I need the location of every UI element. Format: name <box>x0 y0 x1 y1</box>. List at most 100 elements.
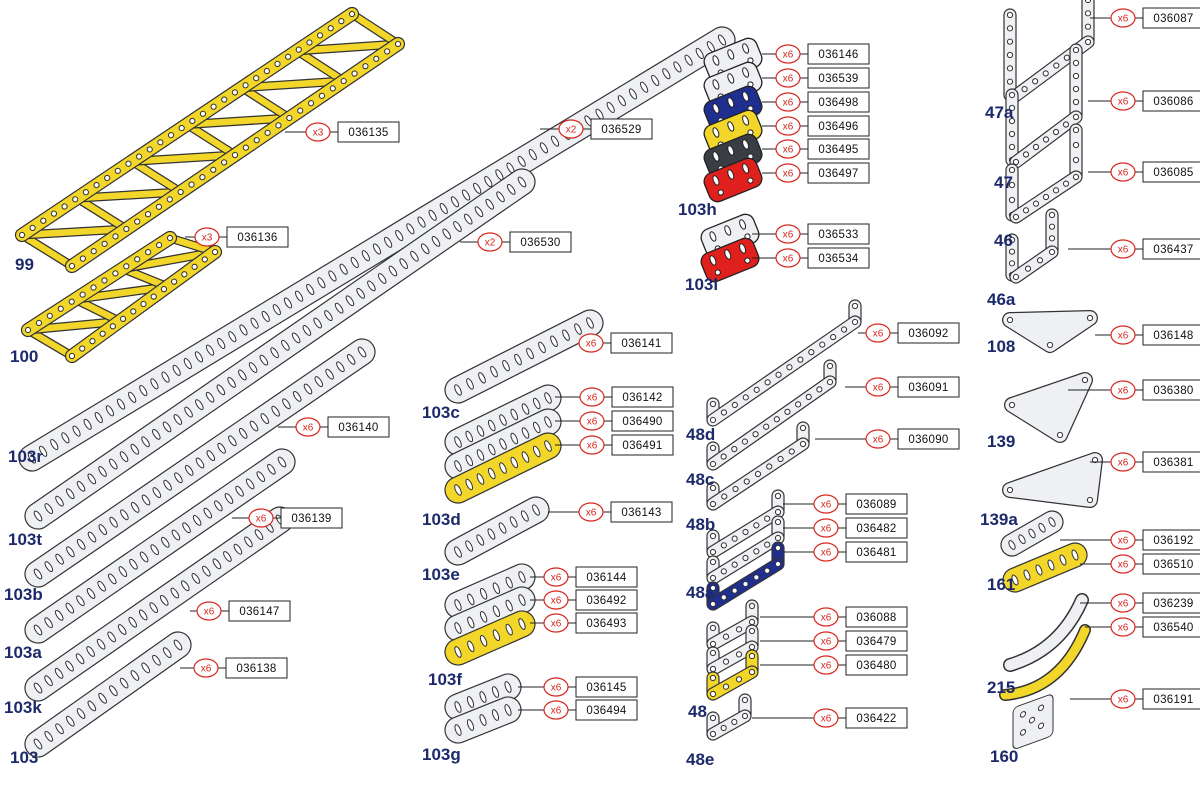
part-code: 036495 <box>818 144 858 156</box>
bracket-upright <box>1003 8 1017 102</box>
hole <box>774 508 782 516</box>
hole <box>76 595 85 607</box>
hole <box>709 649 717 657</box>
strip-body <box>1069 43 1083 122</box>
part-code-box <box>610 501 673 523</box>
hole <box>417 216 426 228</box>
hole <box>66 546 75 558</box>
strip-body <box>444 496 550 566</box>
hole <box>54 667 64 679</box>
hole <box>254 529 264 541</box>
hole <box>797 356 804 363</box>
part-code: 036479 <box>856 636 896 648</box>
hole <box>79 255 86 262</box>
part-code-box <box>1142 379 1200 401</box>
hole <box>90 284 97 291</box>
strip-body <box>706 665 759 701</box>
hole <box>735 626 743 633</box>
quantity-text: x6 <box>303 423 314 434</box>
callout-036136: x3 036136 <box>185 226 289 248</box>
part-number-label: 103g <box>422 745 461 764</box>
slot <box>709 255 717 266</box>
hole <box>275 122 282 129</box>
hole <box>431 235 441 247</box>
hole <box>40 217 47 224</box>
hole <box>1084 0 1092 4</box>
part-code-box <box>228 600 291 622</box>
hole <box>1072 173 1080 181</box>
hole <box>83 418 92 430</box>
hole <box>140 300 147 308</box>
hole <box>1084 10 1092 17</box>
part-code-box <box>575 699 638 721</box>
quantity-text: x6 <box>821 637 832 648</box>
quantity-badge <box>295 417 321 437</box>
hole <box>76 708 86 719</box>
slot <box>709 231 717 242</box>
hole <box>180 580 190 592</box>
hole <box>125 160 132 167</box>
hole <box>118 566 128 577</box>
hole <box>141 436 150 448</box>
hole <box>294 290 304 302</box>
hole <box>748 652 756 660</box>
hole <box>442 228 452 240</box>
hole <box>329 85 336 92</box>
hole <box>261 310 270 322</box>
hole <box>93 181 100 189</box>
hole <box>150 293 157 300</box>
hole <box>65 715 75 727</box>
hole <box>286 114 293 122</box>
part-code: 036380 <box>1153 385 1193 397</box>
bracket-base <box>1009 170 1083 224</box>
slot <box>712 79 720 90</box>
part-number-label: 48e <box>686 750 714 769</box>
part-number-label: 103c <box>422 403 460 422</box>
quantity-badge <box>1110 617 1136 637</box>
quantity-text: x6 <box>821 714 832 725</box>
hole <box>1035 564 1043 576</box>
quantity-badge <box>543 567 569 587</box>
hole <box>1081 376 1089 384</box>
quantity-badge <box>1110 162 1136 182</box>
hole <box>345 295 355 307</box>
quantity-badge <box>1110 689 1136 709</box>
part-code-box <box>807 91 870 113</box>
quantity-text: x3 <box>202 233 213 244</box>
quantity-badge <box>813 518 839 538</box>
quantity-badge <box>775 248 801 268</box>
quantity-badge <box>543 700 569 720</box>
hole <box>195 399 204 411</box>
strip-48 <box>706 615 759 651</box>
hole <box>235 485 244 497</box>
quantity-badge <box>1110 325 1136 345</box>
part-code: 036490 <box>622 416 662 428</box>
part-code: 036136 <box>237 232 277 244</box>
quantity-badge <box>1110 380 1136 400</box>
quantity-text: x6 <box>783 98 794 109</box>
hole <box>172 364 181 376</box>
hole <box>339 263 348 275</box>
hole <box>479 634 488 647</box>
quantity-badge <box>1110 8 1136 28</box>
slot <box>712 151 720 162</box>
hole <box>461 189 471 201</box>
part-code-box <box>845 606 908 628</box>
quantity-badge <box>579 411 605 431</box>
hole <box>201 256 208 263</box>
hole <box>1008 143 1016 151</box>
part-code: 036088 <box>856 612 896 624</box>
hole <box>76 538 86 550</box>
hole <box>504 681 512 693</box>
plate-108 <box>1003 311 1097 352</box>
part-code-box <box>807 247 870 269</box>
part-code: 036191 <box>1153 694 1193 706</box>
hole <box>840 326 848 333</box>
hole <box>764 541 771 548</box>
hole <box>474 206 484 218</box>
hole <box>166 234 174 242</box>
